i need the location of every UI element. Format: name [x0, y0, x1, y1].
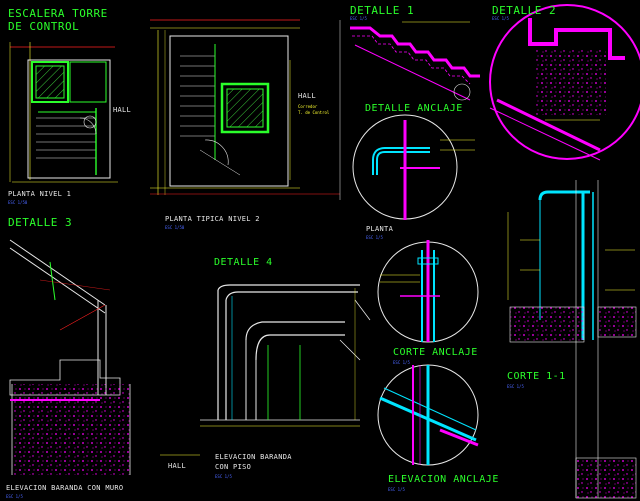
scale-elevacion-baranda-muro: ESC 1/5	[6, 494, 23, 499]
label-hall-right: HALL	[298, 92, 317, 100]
label-hall-left: HALL	[113, 106, 132, 114]
scale-corte-anclaje: ESC 1/5	[393, 360, 410, 365]
note-torre-control: T. de Control	[298, 110, 330, 115]
title-detalle-1: DETALLE 1	[350, 4, 415, 17]
title-detalle-3: DETALLE 3	[8, 216, 73, 229]
detail-3	[9, 239, 200, 475]
title-detalle-anclaje: DETALLE ANCLAJE	[365, 103, 463, 114]
title-corte-1-1: CORTE 1-1	[507, 371, 566, 382]
caption-elevacion-baranda-piso-2: CON PISO	[215, 463, 252, 471]
scale-planta: ESC 1/5	[366, 235, 383, 240]
scale-elevacion-baranda-piso: ESC 1/5	[215, 474, 232, 479]
scale-elevacion-anclaje: ESC 1/5	[388, 487, 405, 492]
note-corredor: Corredor	[298, 104, 318, 109]
scale-planta-nivel-1: ESC 1/50	[8, 200, 28, 205]
plan-level-2	[150, 19, 341, 200]
anchor-elevation	[377, 364, 479, 466]
caption-planta-nivel-1: PLANTA NIVEL 1	[8, 190, 72, 198]
title-escalera-line1: ESCALERA TORRE	[8, 7, 108, 20]
section-1-1	[507, 180, 637, 499]
caption-planta: PLANTA	[366, 225, 394, 233]
plan-level-1	[9, 42, 118, 183]
detail-2	[489, 4, 640, 161]
anchor-section	[377, 240, 479, 343]
title-elevacion-anclaje: ELEVACION ANCLAJE	[388, 474, 499, 485]
title-detalle-4: DETALLE 4	[214, 257, 273, 268]
detail-1	[350, 21, 480, 101]
caption-elevacion-baranda-piso-1: ELEVACION BARANDA	[215, 453, 292, 461]
caption-elevacion-baranda-muro: ELEVACION BARANDA CON MURO	[6, 484, 124, 492]
anchor-detail-plan	[352, 114, 475, 220]
title-detalle-2: DETALLE 2	[492, 4, 557, 17]
label-hall-bottom: HALL	[168, 462, 187, 470]
scale-corte-1-1: ESC 1/5	[507, 384, 524, 389]
detail-4	[200, 284, 371, 427]
caption-planta-tipica-nivel-2: PLANTA TIPICA NIVEL 2	[165, 215, 260, 223]
title-corte-anclaje: CORTE ANCLAJE	[393, 347, 478, 358]
scale-planta-tipica: ESC 1/50	[165, 225, 185, 230]
scale-detalle-2: ESC 1/5	[492, 16, 509, 21]
title-escalera-line2: DE CONTROL	[8, 20, 80, 33]
scale-detalle-1: ESC 1/5	[350, 16, 367, 21]
